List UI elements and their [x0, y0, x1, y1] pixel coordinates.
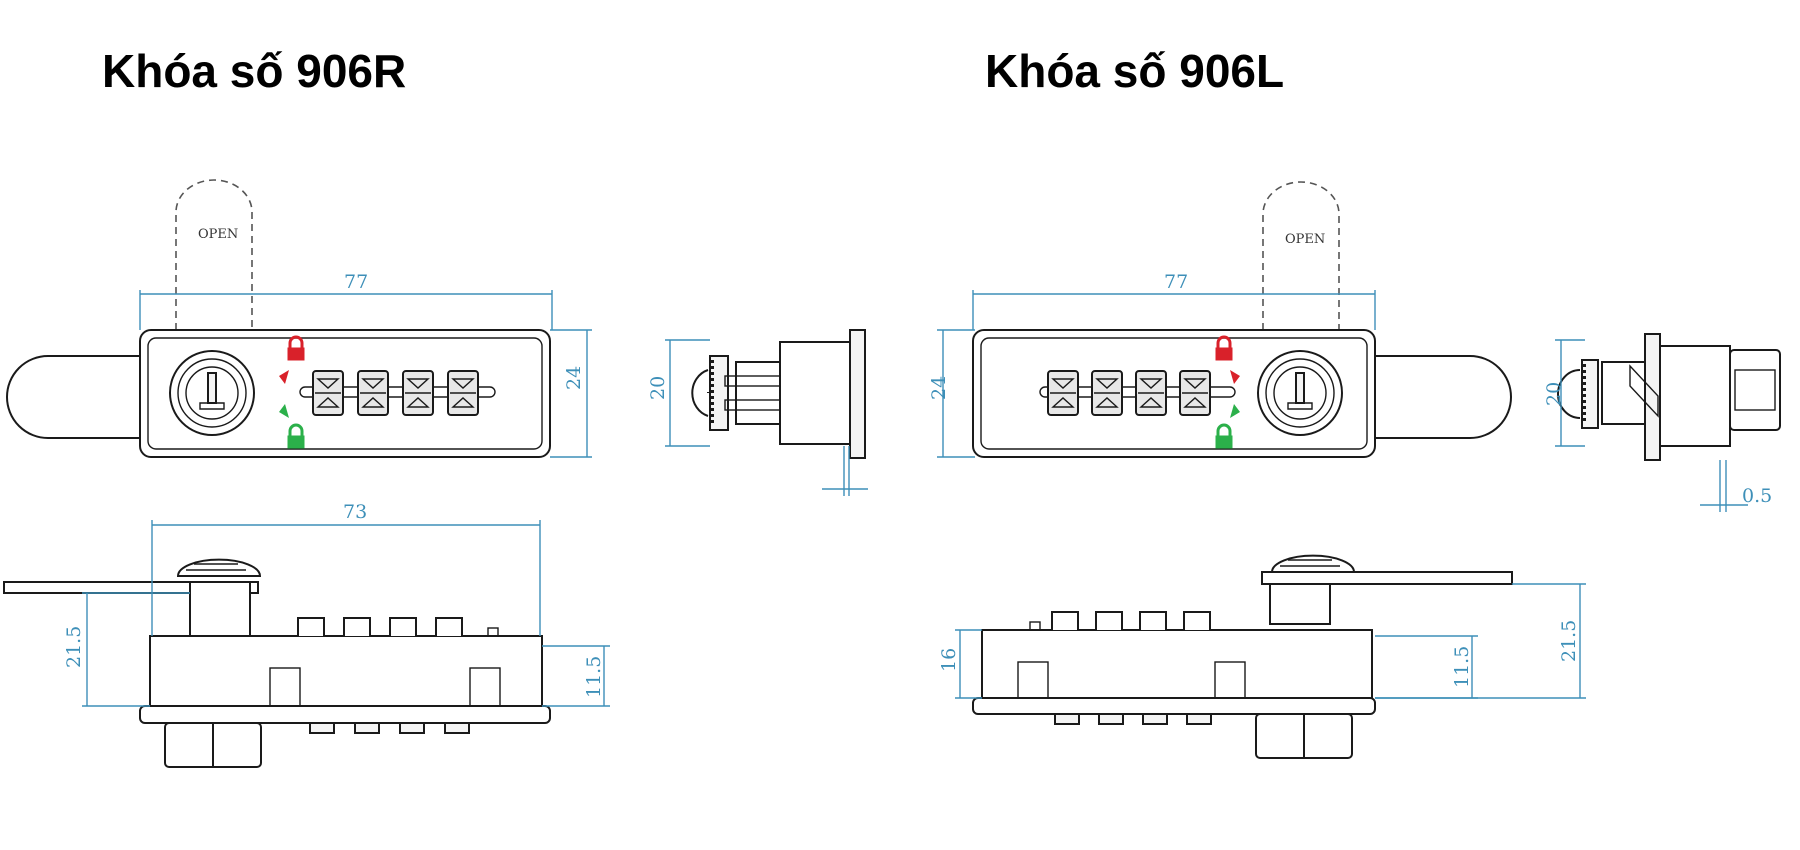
- dim-21-5-906l: 21.5: [1375, 583, 1586, 699]
- svg-text:0.5: 0.5: [1742, 485, 1772, 507]
- svg-text:21.5: 21.5: [63, 626, 85, 668]
- top-view-906r: [3, 558, 551, 768]
- dim-16-906l: 16: [938, 629, 982, 699]
- open-label-906r: OPEN: [198, 227, 238, 242]
- top-view-906l: [972, 554, 1513, 759]
- dim-gap-906r: [822, 446, 868, 496]
- svg-text:73: 73: [343, 501, 367, 523]
- dim-77-906r: 77: [139, 271, 553, 330]
- svg-text:24: 24: [563, 366, 585, 390]
- dim-20-906r: 20: [647, 339, 710, 447]
- svg-text:77: 77: [344, 271, 368, 293]
- dim-24-906r: 24: [550, 329, 592, 458]
- dim-77-906l: 77: [972, 271, 1376, 330]
- title-906r: Khóa số 906R: [102, 45, 407, 97]
- dim-20-906l: 20: [1543, 339, 1585, 447]
- svg-text:21.5: 21.5: [1558, 620, 1580, 662]
- open-label-906l: OPEN: [1285, 232, 1325, 247]
- dim-0-5-906l: 0.5: [1700, 460, 1772, 512]
- svg-text:77: 77: [1164, 271, 1188, 293]
- svg-text:11.5: 11.5: [1451, 646, 1473, 688]
- front-view-906l: OPEN: [972, 181, 1512, 458]
- svg-text:24: 24: [928, 376, 950, 400]
- side-view-906l: [1557, 333, 1781, 461]
- svg-text:16: 16: [938, 648, 960, 672]
- dim-11-5-906r: 11.5: [542, 645, 610, 707]
- side-view-906r: [691, 329, 866, 459]
- dim-73-906r: 73: [151, 501, 541, 636]
- svg-text:20: 20: [647, 376, 669, 400]
- front-view-906r: OPEN: [6, 179, 551, 458]
- dim-11-5-906l: 11.5: [1375, 635, 1478, 699]
- dim-24-906l: 24: [928, 329, 975, 458]
- title-906l: Khóa số 906L: [985, 45, 1285, 97]
- dim-21-5-906r: 21.5: [63, 592, 190, 707]
- svg-text:11.5: 11.5: [583, 656, 605, 698]
- svg-text:20: 20: [1543, 382, 1565, 406]
